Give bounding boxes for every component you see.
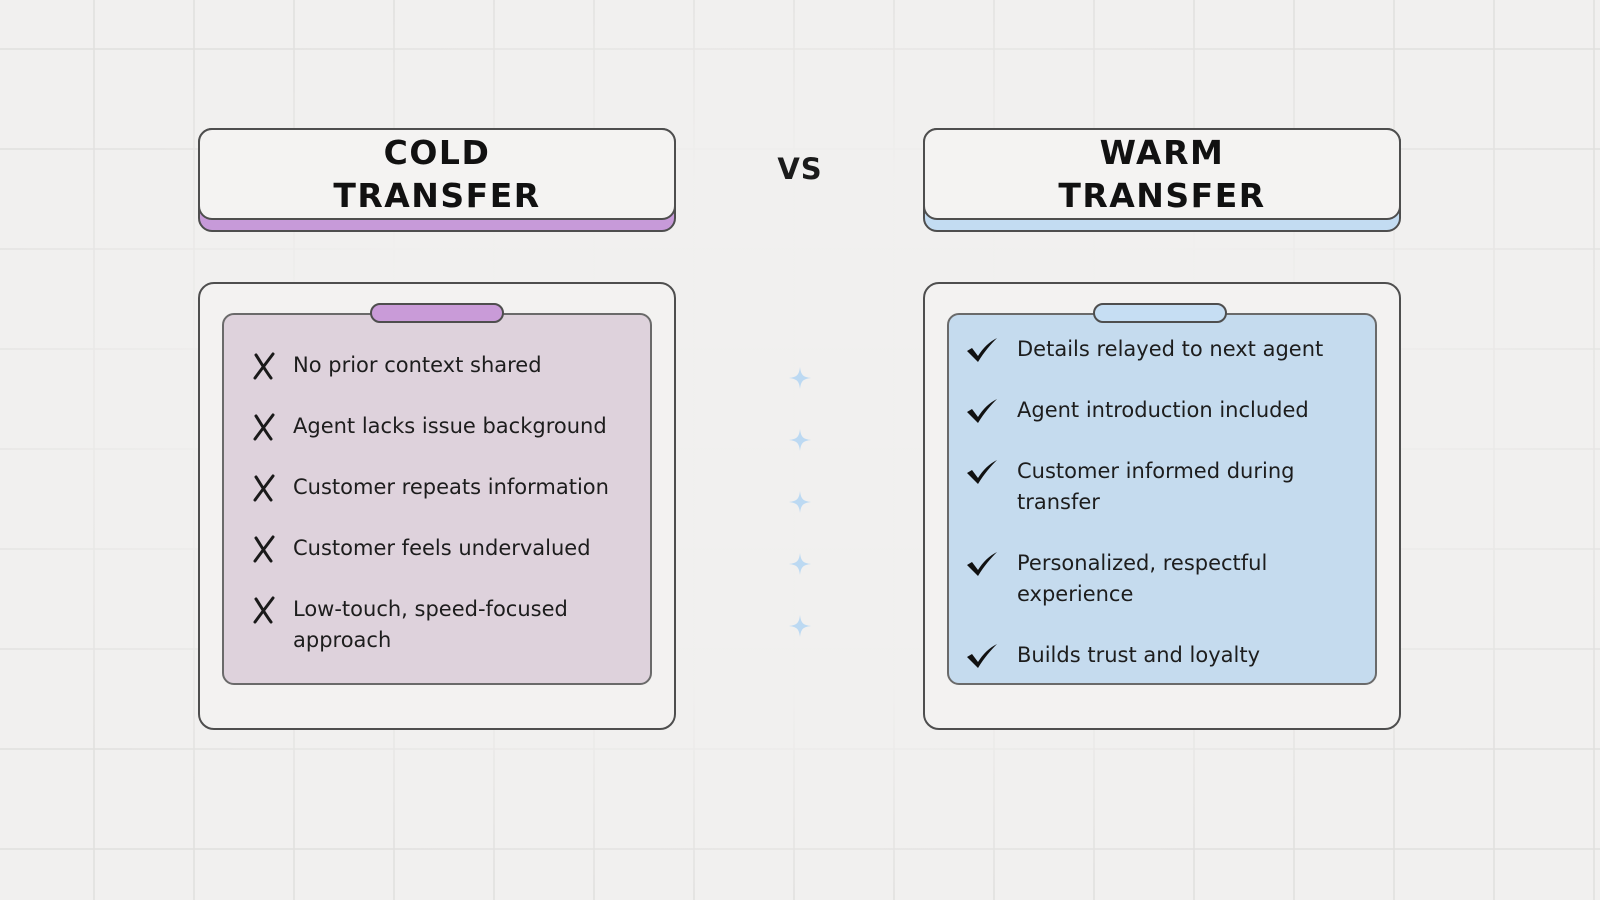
sparkle-icon <box>789 491 811 513</box>
list-item-label: No prior context shared <box>293 353 542 377</box>
list-item: Low-touch, speed-focused approach <box>247 594 653 656</box>
list-item: Customer repeats information <box>247 472 653 503</box>
x-mark-icon <box>247 472 281 503</box>
list-item: Builds trust and loyalty <box>965 640 1377 671</box>
warm-transfer-list: Details relayed to next agent Agent intr… <box>965 334 1377 701</box>
list-item: Agent lacks issue background <box>247 411 653 442</box>
list-item-label: Agent lacks issue background <box>293 414 607 438</box>
list-item: Agent introduction included <box>965 395 1377 426</box>
x-mark-icon <box>247 411 281 442</box>
list-item-label: Personalized, respectful experience <box>1017 551 1268 606</box>
list-item: Customer feels undervalued <box>247 533 653 564</box>
checkmark-icon <box>965 640 999 671</box>
sparkle-icon <box>789 429 811 451</box>
sparkle-icon <box>789 553 811 575</box>
list-item-label: Builds trust and loyalty <box>1017 643 1261 667</box>
warm-transfer-list-card <box>947 313 1377 685</box>
vs-label: VS <box>777 152 823 186</box>
checkmark-icon <box>965 548 999 579</box>
checkmark-icon <box>965 395 999 426</box>
cold-clip-tab <box>370 303 504 323</box>
list-item: Details relayed to next agent <box>965 334 1377 365</box>
cold-transfer-list: No prior context shared Agent lacks issu… <box>247 350 653 686</box>
list-item: Customer informed during transfer <box>965 456 1377 518</box>
list-item: Personalized, respectful experience <box>965 548 1377 610</box>
warm-transfer-title: WARM TRANSFER <box>1058 133 1266 215</box>
sparkle-icon <box>789 615 811 637</box>
list-item-label: Customer repeats information <box>293 475 609 499</box>
list-item-label: Details relayed to next agent <box>1017 337 1324 361</box>
sparkle-icon <box>789 367 811 389</box>
checkmark-icon <box>965 456 999 487</box>
x-mark-icon <box>247 350 281 381</box>
warm-clip-tab <box>1093 303 1227 323</box>
list-item-label: Customer informed during transfer <box>1017 459 1295 514</box>
warm-transfer-title-card: WARM TRANSFER <box>923 128 1401 232</box>
x-mark-icon <box>247 533 281 564</box>
list-item-label: Customer feels undervalued <box>293 536 591 560</box>
checkmark-icon <box>965 334 999 365</box>
list-item-label: Agent introduction included <box>1017 398 1309 422</box>
cold-transfer-title: COLD TRANSFER <box>333 133 541 215</box>
list-item: No prior context shared <box>247 350 653 381</box>
cold-transfer-title-card: COLD TRANSFER <box>198 128 676 232</box>
list-item-label: Low-touch, speed-focused approach <box>293 597 568 652</box>
x-mark-icon <box>247 594 281 625</box>
